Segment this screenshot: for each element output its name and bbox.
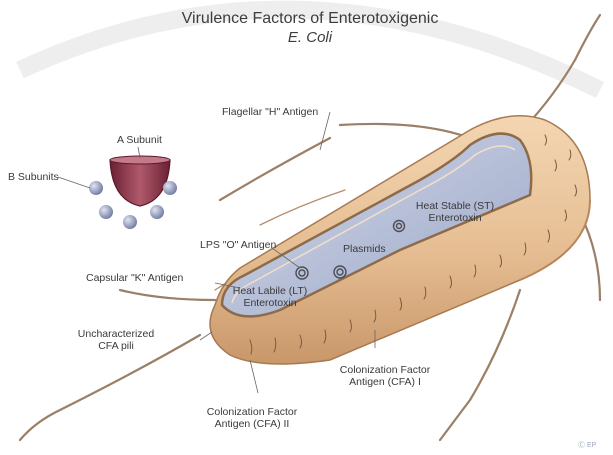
label-cfa-1: Colonization Factor Antigen (CFA) I <box>333 364 437 388</box>
label-uncharacterized: Uncharacterized CFA pili <box>68 328 164 352</box>
label-cfa-2-line1: Colonization Factor <box>200 406 304 418</box>
label-heat-stable-line1: Heat Stable (ST) <box>405 200 505 212</box>
enterotoxin-structure <box>89 156 177 229</box>
label-lps-antigen: LPS "O" Antigen <box>200 239 276 251</box>
label-b-subunits: B Subunits <box>8 171 59 183</box>
label-uncharacterized-line1: Uncharacterized <box>68 328 164 340</box>
label-cfa-2: Colonization Factor Antigen (CFA) II <box>200 406 304 430</box>
label-plasmids: Plasmids <box>343 243 386 255</box>
diagram-title: Virulence Factors of Enterotoxigenic <box>140 9 480 28</box>
label-uncharacterized-line2: CFA pili <box>68 340 164 352</box>
label-heat-labile-line2: Enterotoxin <box>222 297 318 309</box>
label-capsular-antigen: Capsular "K" Antigen <box>86 272 183 284</box>
label-heat-stable-line2: Enterotoxin <box>405 212 505 224</box>
label-heat-labile-line1: Heat Labile (LT) <box>222 285 318 297</box>
diagram-subtitle: E. Coli <box>140 28 480 47</box>
label-flagellar-antigen: Flagellar "H" Antigen <box>222 106 318 118</box>
label-cfa-2-line2: Antigen (CFA) II <box>200 418 304 430</box>
label-cfa-1-line2: Antigen (CFA) I <box>333 376 437 388</box>
label-heat-stable: Heat Stable (ST) Enterotoxin <box>405 200 505 224</box>
label-heat-labile: Heat Labile (LT) Enterotoxin <box>222 285 318 309</box>
copyright-mark: Ⓒ EP <box>578 440 596 450</box>
label-a-subunit: A Subunit <box>117 134 162 146</box>
label-cfa-1-line1: Colonization Factor <box>333 364 437 376</box>
